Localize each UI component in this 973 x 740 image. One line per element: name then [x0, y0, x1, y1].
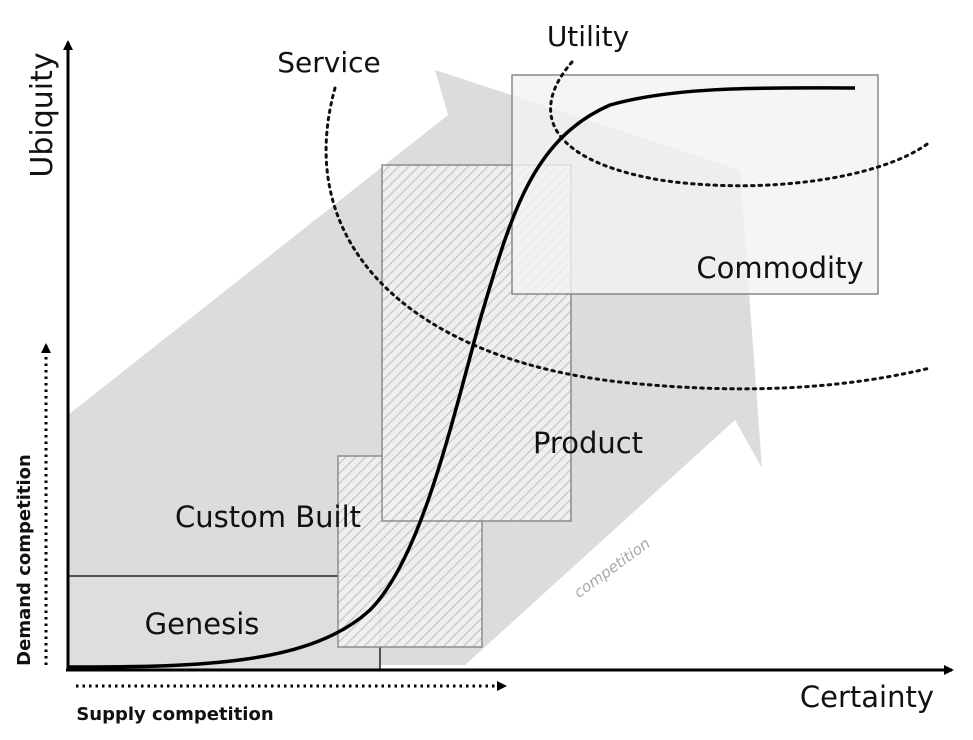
- supply-competition-label: Supply competition: [76, 704, 273, 725]
- service-curve: [324, 86, 932, 391]
- demand-competition-label: Demand competition: [14, 454, 35, 666]
- service-label: Service: [277, 46, 380, 79]
- x-axis-label: Certainty: [800, 680, 934, 714]
- utility-label: Utility: [547, 20, 629, 53]
- evolution-s-curve: [67, 86, 856, 669]
- product-label: Product: [533, 426, 643, 460]
- custom-built-label: Custom Built: [175, 500, 361, 534]
- y-axis-label: Ubiquity: [25, 52, 60, 177]
- genesis-label: Genesis: [145, 607, 260, 641]
- genesis-box: [67, 575, 381, 671]
- commodity-label: Commodity: [696, 251, 863, 285]
- utility-curve: [549, 60, 932, 188]
